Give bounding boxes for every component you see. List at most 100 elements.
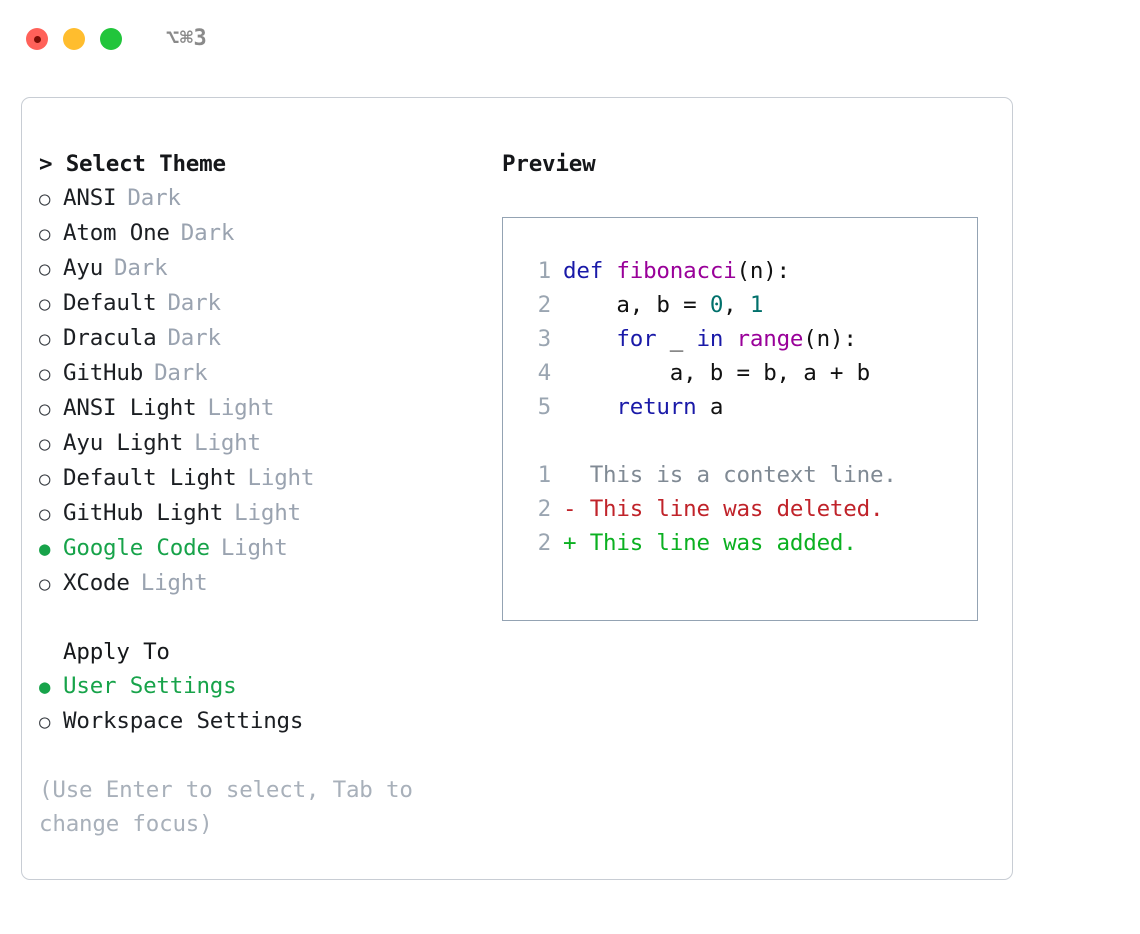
code-line: 1 def fibonacci(n): <box>521 254 977 288</box>
diff-sample: 1 This is a context line. 2 - This line … <box>521 458 977 560</box>
theme-option-atom-one-dark[interactable]: ○ Atom One Dark <box>39 216 489 251</box>
token-plain: (n): <box>803 326 857 352</box>
radio-on-icon: ● <box>39 538 51 560</box>
token-keyword: in <box>696 326 724 352</box>
apply-to-user-settings[interactable]: ● User Settings <box>39 669 489 704</box>
radio-off-icon: ○ <box>39 433 51 455</box>
theme-option-label: Ayu Light <box>63 430 184 456</box>
preview-heading: Preview <box>502 151 596 177</box>
theme-option-variant: Light <box>247 465 315 491</box>
line-number: 3 <box>537 326 552 352</box>
token-number: 1 <box>749 292 764 318</box>
radio-off-icon: ○ <box>39 223 51 245</box>
radio-off-icon: ○ <box>39 503 51 525</box>
diff-marker-plus: + <box>563 530 577 556</box>
code-text: a, b = 0, 1 <box>563 288 763 322</box>
line-number: 2 <box>537 496 552 522</box>
theme-option-dracula-dark[interactable]: ○ Dracula Dark <box>39 321 489 356</box>
diff-line-added: 2 + This line was added. <box>521 526 977 560</box>
token-plain: a <box>696 394 724 420</box>
token-plain: _ <box>656 326 697 352</box>
theme-option-label: Default Light <box>63 465 237 491</box>
keyboard-hint-text: (Use Enter to select, Tab to change focu… <box>39 777 413 837</box>
theme-option-github-light[interactable]: ○ GitHub Light Light <box>39 496 489 531</box>
diff-line-deleted: 2 - This line was deleted. <box>521 492 977 526</box>
code-text: a, b = b, a + b <box>563 356 870 390</box>
minimize-window-button[interactable] <box>63 28 85 50</box>
theme-option-ansi-light[interactable]: ○ ANSI Light Light <box>39 391 489 426</box>
theme-option-ayu-dark[interactable]: ○ Ayu Dark <box>39 251 489 286</box>
traffic-lights <box>26 28 122 50</box>
theme-option-variant: Dark <box>154 360 208 386</box>
code-text: for _ in range(n): <box>563 322 857 356</box>
theme-option-variant: Dark <box>127 185 181 211</box>
code-line: 3 for _ in range(n): <box>521 322 977 356</box>
token-number: 0 <box>709 292 724 318</box>
theme-option-ansi-dark[interactable]: ○ ANSI Dark <box>39 181 489 216</box>
line-number: 2 <box>537 530 552 556</box>
token-plain <box>563 394 616 420</box>
theme-option-default-dark[interactable]: ○ Default Dark <box>39 286 489 321</box>
title-bar: ⌥⌘3 <box>0 0 1140 78</box>
radio-off-icon: ○ <box>39 258 51 280</box>
preview-box: 1 def fibonacci(n): 2 a, b = 0, 1 3 for … <box>502 217 978 621</box>
token-keyword: for <box>616 326 657 352</box>
theme-option-ayu-light[interactable]: ○ Ayu Light Light <box>39 426 489 461</box>
theme-option-label: GitHub Light <box>63 500 224 526</box>
theme-option-default-light[interactable]: ○ Default Light Light <box>39 461 489 496</box>
theme-option-label: ANSI Light <box>63 395 197 421</box>
radio-off-icon: ○ <box>39 328 51 350</box>
radio-off-icon: ○ <box>39 293 51 315</box>
theme-option-label: ANSI <box>63 185 117 211</box>
token-plain: , <box>723 292 750 318</box>
line-number: 5 <box>537 394 552 420</box>
theme-option-variant: Light <box>220 535 288 561</box>
theme-option-label: Dracula <box>63 325 157 351</box>
theme-option-variant: Light <box>140 570 208 596</box>
code-text: def fibonacci(n): <box>563 254 790 288</box>
theme-option-label: Atom One <box>63 220 170 246</box>
token-function: range <box>736 326 804 352</box>
radio-off-icon: ○ <box>39 468 51 490</box>
line-number: 1 <box>537 462 552 488</box>
apply-to-workspace-settings[interactable]: ○ Workspace Settings <box>39 704 489 739</box>
preview-spacer <box>521 424 977 458</box>
apply-to-label: Workspace Settings <box>63 708 304 734</box>
token-keyword: def <box>563 258 617 284</box>
theme-option-variant: Dark <box>167 290 221 316</box>
token-plain: a, b = <box>563 292 710 318</box>
preview-column: Preview 1 def fibonacci(n): 2 a, b = 0, … <box>502 147 992 621</box>
close-window-button[interactable] <box>26 28 48 50</box>
code-line: 2 a, b = 0, 1 <box>521 288 977 322</box>
theme-option-variant: Light <box>194 430 261 456</box>
theme-option-label: Ayu <box>63 255 104 281</box>
diff-text: This is a context line. <box>563 462 897 488</box>
diff-line-context: 1 This is a context line. <box>521 458 977 492</box>
apply-to-label: User Settings <box>63 673 237 699</box>
theme-option-label: Google Code <box>63 535 210 561</box>
theme-option-variant: Dark <box>167 325 221 351</box>
diff-marker-minus: - <box>563 496 577 522</box>
theme-option-github-dark[interactable]: ○ GitHub Dark <box>39 356 489 391</box>
token-plain: a, b = b, a + b <box>563 360 870 386</box>
radio-off-icon: ○ <box>39 711 51 733</box>
code-line: 5 return a <box>521 390 977 424</box>
apply-to-option-list: ● User Settings ○ Workspace Settings <box>39 669 489 739</box>
code-text: return a <box>563 390 723 424</box>
apply-to-heading: Apply To <box>63 639 170 665</box>
code-sample: 1 def fibonacci(n): 2 a, b = 0, 1 3 for … <box>521 254 977 424</box>
select-theme-heading: > Select Theme <box>39 151 226 177</box>
theme-option-label: GitHub <box>63 360 144 386</box>
theme-option-variant: Dark <box>114 255 168 281</box>
theme-option-google-code-light[interactable]: ● Google Code Light <box>39 531 489 566</box>
theme-option-label: Default <box>63 290 157 316</box>
main-panel: > Select Theme ○ ANSI Dark ○ Atom One Da… <box>21 97 1013 880</box>
diff-text: This line was deleted. <box>576 496 884 522</box>
line-number: 1 <box>537 258 552 284</box>
token-function: fibonacci <box>616 258 737 284</box>
theme-option-variant: Dark <box>180 220 235 246</box>
maximize-window-button[interactable] <box>100 28 122 50</box>
radio-off-icon: ○ <box>39 363 51 385</box>
theme-option-xcode-light[interactable]: ○ XCode Light <box>39 566 489 601</box>
